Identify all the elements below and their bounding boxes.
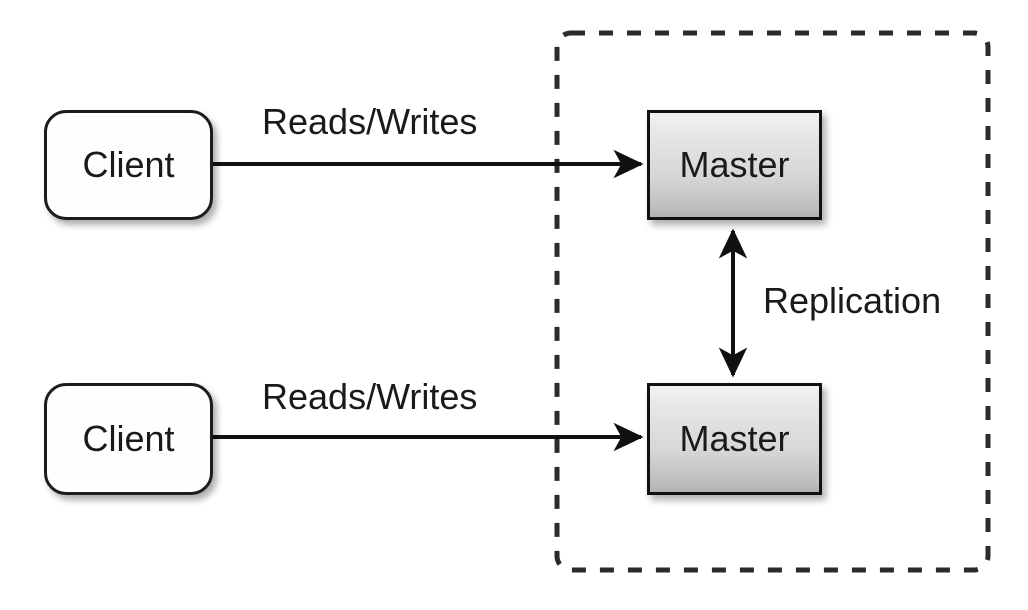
node-client-top-label: Client	[82, 144, 175, 185]
replication-group-boundary	[554, 30, 991, 573]
node-client-top[interactable]: Client	[44, 110, 213, 220]
node-master-top-label: Master	[679, 144, 790, 185]
node-client-bottom[interactable]: Client	[44, 383, 213, 495]
node-master-bottom-label: Master	[679, 418, 790, 459]
node-master-top[interactable]: Master	[647, 110, 822, 220]
node-client-bottom-label: Client	[82, 418, 175, 459]
node-master-bottom[interactable]: Master	[647, 383, 822, 495]
